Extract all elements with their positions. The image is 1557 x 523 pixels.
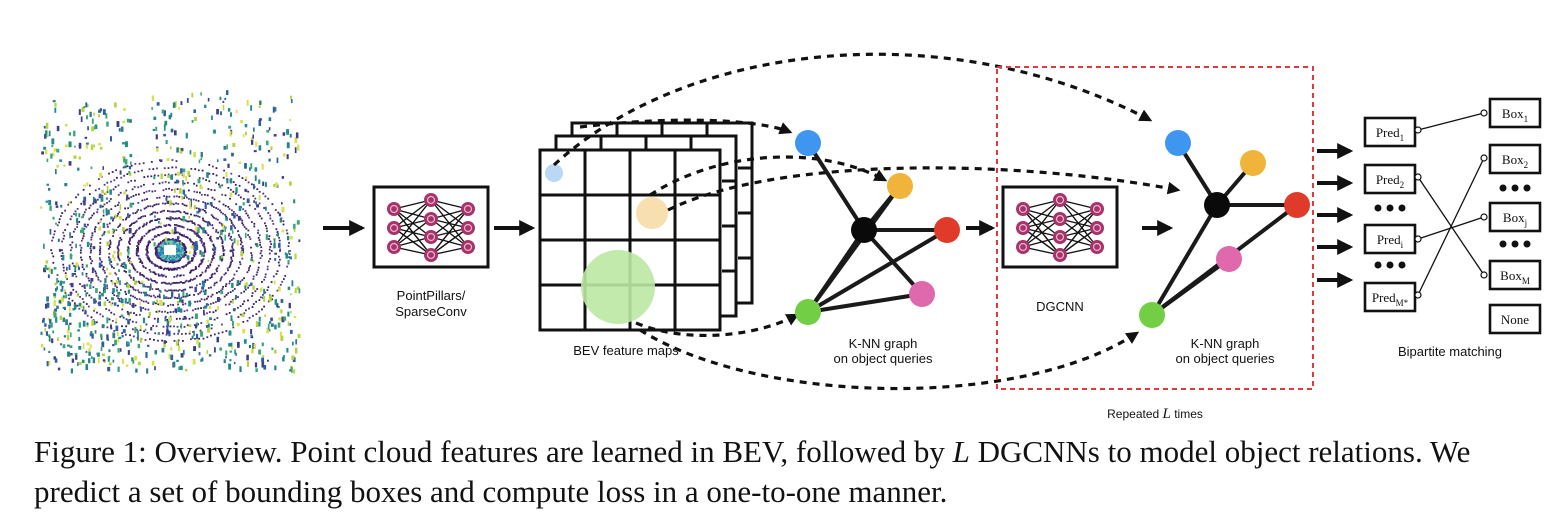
graph-node-red [934, 217, 960, 243]
pred-box-1: Pred1 [1363, 116, 1417, 148]
pred-box-4: PredM* [1363, 281, 1417, 313]
overview-diagram: PointPillars/ SparseConv BEV feature map… [40, 52, 1542, 422]
knn1-label-line2: on object queries [833, 351, 933, 366]
backbone-label-line2: SparseConv [395, 304, 467, 319]
gt-box-4: BoxM [1488, 259, 1542, 291]
gt-box-2: Box2 [1488, 143, 1542, 175]
svg-text:None: None [1501, 312, 1529, 327]
knn-graph-2 [1139, 130, 1310, 328]
bev-label: BEV feature maps [573, 343, 679, 358]
svg-text:Box1: Box1 [1502, 106, 1528, 124]
dgcnn-network-icon [1001, 185, 1119, 269]
pred-box-2: Pred2 [1363, 163, 1417, 195]
pred-ellipsis-2 [1374, 261, 1406, 269]
pred-box-3: Predi [1363, 223, 1417, 255]
repeated-label: Repeated L times [1107, 406, 1203, 422]
graph-node-pink [909, 281, 935, 307]
dgcnn-label: DGCNN [1036, 299, 1084, 314]
box-ellipsis-2 [1499, 240, 1531, 248]
graph-node-pink [1216, 246, 1242, 272]
query-arrows [552, 52, 1181, 391]
backbone-label-line1: PointPillars/ [397, 288, 466, 303]
graph-node-black [1204, 192, 1230, 218]
graph-node-green [795, 299, 821, 325]
matching-label: Bipartite matching [1398, 344, 1502, 359]
backbone-network-icon [372, 185, 490, 269]
graph-node-red [1284, 192, 1310, 218]
feature-cell-green [581, 250, 655, 324]
knn1-label-line1: K-NN graph [849, 336, 918, 351]
knn2-label-line2: on object queries [1175, 351, 1275, 366]
feature-cell-yellow [636, 197, 668, 229]
knn-graph-1 [795, 130, 960, 325]
bev-feature-maps [538, 121, 754, 332]
graph-node-black [851, 217, 877, 243]
figure-caption: Figure 1: Overview. Point cloud features… [34, 434, 1471, 509]
svg-text:BoxM: BoxM [1500, 268, 1530, 286]
gt-box-3: Boxj [1488, 201, 1542, 233]
graph-node-blue [795, 130, 821, 156]
repeat-block-frame [996, 66, 1314, 390]
svg-text:Pred1: Pred1 [1376, 125, 1404, 143]
svg-text:Pred2: Pred2 [1376, 172, 1404, 190]
svg-text:PredM*: PredM* [1372, 290, 1409, 308]
graph-node-green [1139, 302, 1165, 328]
point-cloud-scan [40, 90, 301, 374]
knn2-label-line1: K-NN graph [1191, 336, 1260, 351]
graph-node-yellow [887, 173, 913, 199]
gt-box-5: None [1488, 303, 1542, 335]
svg-text:Boxj: Boxj [1503, 210, 1527, 228]
graph-node-yellow [1240, 150, 1266, 176]
gt-box-1: Box1 [1488, 97, 1542, 129]
graph-node-blue [1165, 130, 1191, 156]
svg-text:Predi: Predi [1377, 232, 1404, 250]
feature-cell-blue [545, 164, 563, 182]
svg-text:Box2: Box2 [1502, 152, 1528, 170]
pred-ellipsis-1 [1374, 204, 1406, 212]
output-arrows [1317, 143, 1354, 288]
box-ellipsis-1 [1499, 184, 1531, 192]
